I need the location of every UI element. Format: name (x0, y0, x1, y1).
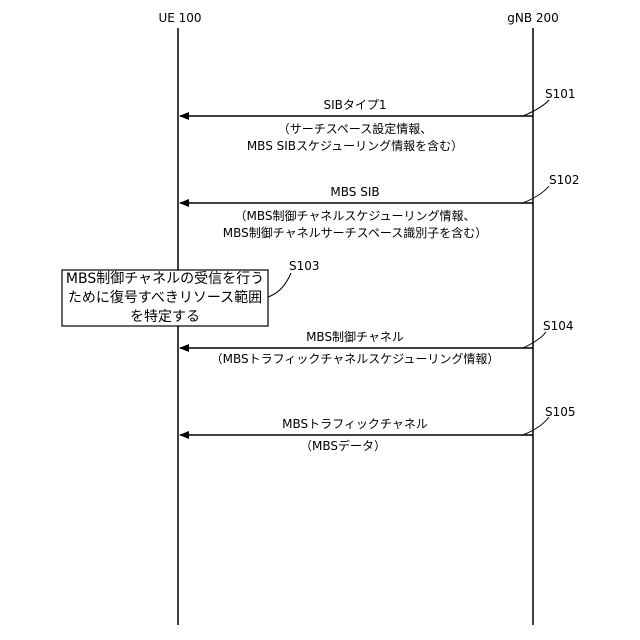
step-leader-s102 (523, 186, 549, 203)
message-label-s102: MBS SIB (330, 184, 379, 200)
message-detail-s101-line1: （サーチスペース設定情報、 (278, 121, 433, 137)
message-detail-s105: （MBSデータ） (300, 438, 386, 454)
message-label-s101: SIBタイプ1 (323, 97, 386, 113)
process-text-s103: MBS制御チャネルの受信を行うために復号すべきリソース範囲を特定する (62, 270, 268, 326)
step-leader-s104 (523, 332, 546, 348)
step-leader-s103 (268, 273, 291, 297)
step-label-s102: S102 (549, 172, 580, 188)
message-detail-s104: （MBSトラフィックチャネルスケジューリング情報） (211, 351, 500, 367)
ue-entity-label: UE 100 (158, 10, 201, 26)
gnb-entity-label: gNB 200 (507, 10, 559, 26)
step-label-s104: S104 (543, 318, 574, 334)
step-label-s101: S101 (545, 86, 576, 102)
message-label-s104: MBS制御チャネル (306, 329, 404, 345)
message-detail-s101-line2: MBS SIBスケジューリング情報を含む） (247, 138, 463, 154)
message-detail-s102-line1: （MBS制御チャネルスケジューリング情報、 (234, 208, 475, 224)
step-label-s105: S105 (545, 404, 576, 420)
step-label-s103: S103 (289, 258, 320, 274)
message-detail-s102-line2: MBS制御チャネルサーチスペース識別子を含む） (223, 225, 487, 241)
step-leader-s101 (523, 100, 549, 116)
message-label-s105: MBSトラフィックチャネル (282, 416, 428, 432)
